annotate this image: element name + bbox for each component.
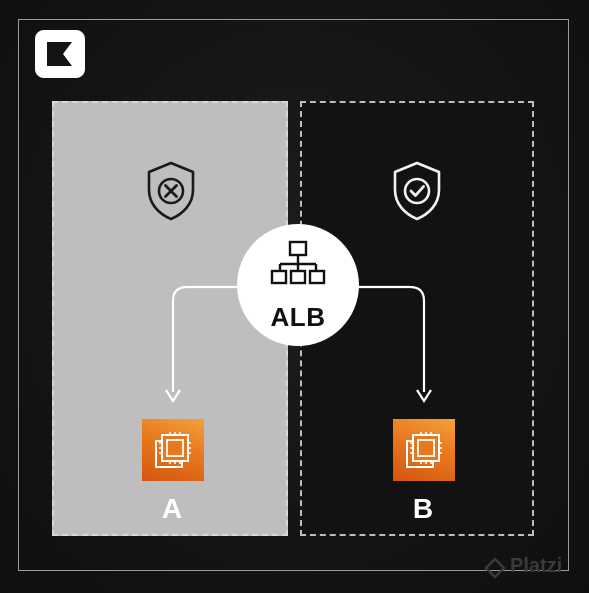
shield-check-icon — [393, 161, 441, 221]
server-a-label: A — [161, 493, 183, 524]
server-b-ec2 — [393, 419, 455, 481]
ec2-instance-icon — [406, 432, 442, 468]
shield-x-icon — [147, 161, 195, 221]
server-a-ec2 — [142, 419, 204, 481]
alb-node: ALB — [237, 224, 359, 346]
arrow-to-a — [171, 285, 240, 392]
brand-flag-icon — [47, 42, 72, 66]
arrow-to-b — [356, 285, 426, 392]
ec2-instance-icon — [155, 432, 191, 468]
brand-logo — [35, 30, 85, 78]
network-hierarchy-icon — [270, 240, 326, 285]
server-b-label: B — [412, 493, 434, 524]
watermark-text: Platzi — [510, 555, 563, 577]
alb-label: ALB — [270, 302, 326, 332]
outer-frame — [18, 19, 569, 571]
platzi-watermark-icon — [484, 557, 506, 579]
arrow-head-a — [165, 389, 181, 404]
arrow-head-b — [416, 389, 432, 404]
